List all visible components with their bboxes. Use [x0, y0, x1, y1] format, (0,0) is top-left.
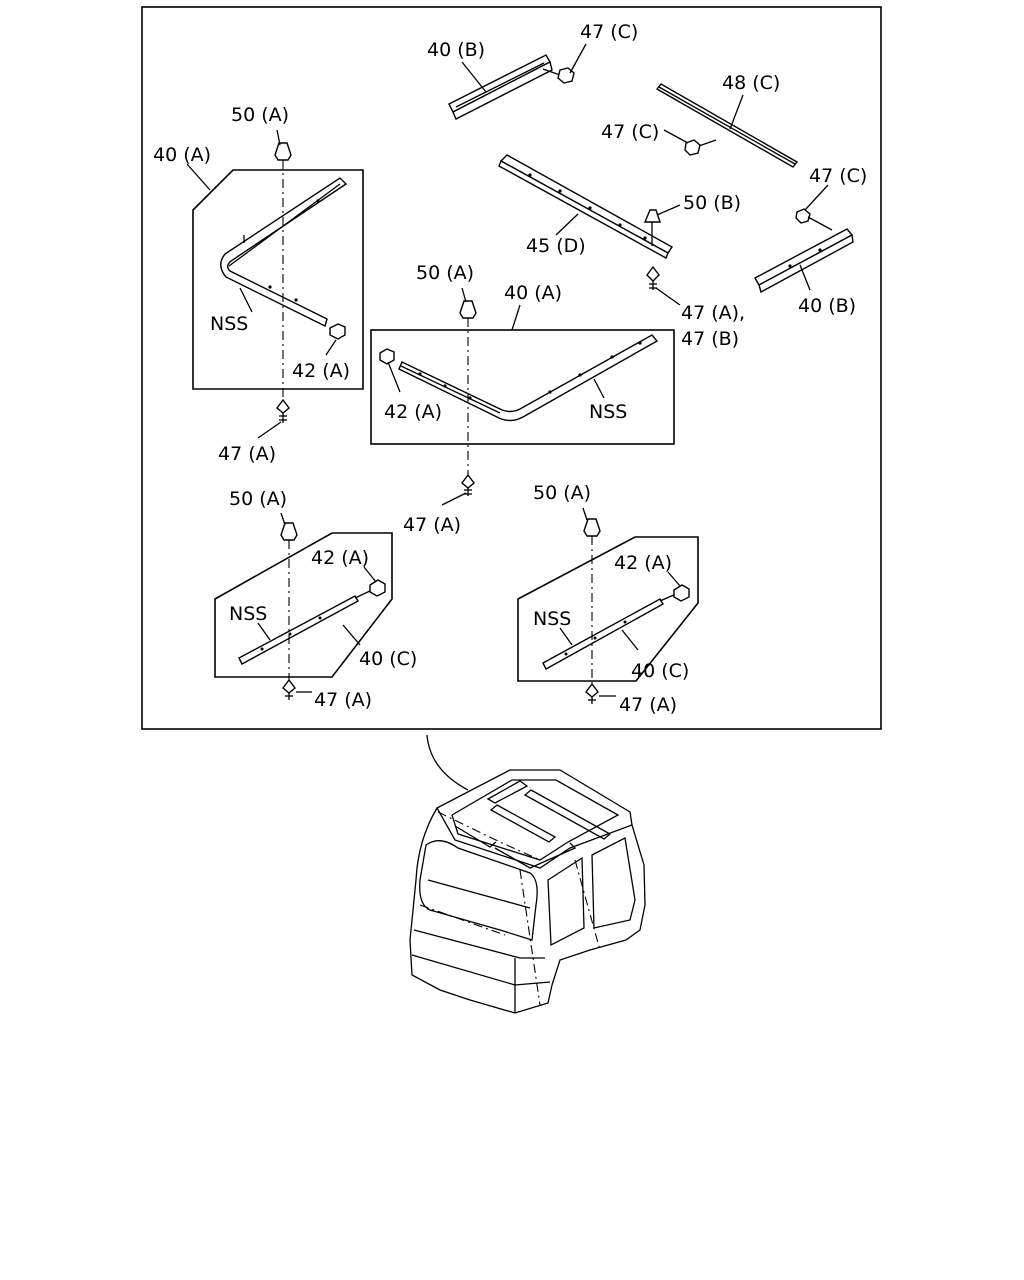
rail-40c-right — [542, 593, 677, 670]
strip-48c — [655, 83, 799, 168]
clip-50a-br — [583, 518, 601, 537]
label-47c-right: 47 (C) — [809, 165, 867, 187]
label-50a-center: 50 (A) — [416, 262, 474, 284]
cap-42a-br — [673, 584, 690, 602]
label-50a-bl: 50 (A) — [229, 488, 287, 510]
diagram-frame — [141, 6, 882, 730]
label-47a-bl: 47 (A) — [314, 689, 372, 711]
label-47c-top: 47 (C) — [580, 21, 638, 43]
label-40c-br: 40 (C) — [631, 660, 689, 682]
clip-50a-center — [459, 300, 477, 319]
vehicle-cab-illustration — [409, 734, 646, 1014]
label-48c: 48 (C) — [722, 72, 780, 94]
label-47a-br: 47 (A) — [619, 694, 677, 716]
label-47a-center: 47 (A) — [403, 514, 461, 536]
screw-47ab — [646, 265, 660, 290]
label-42a-bl: 42 (A) — [311, 547, 369, 569]
label-40b-top: 40 (B) — [427, 39, 485, 61]
label-40a-left: 40 (A) — [153, 144, 211, 166]
clip-50b — [643, 209, 661, 246]
cap-42a-bl — [369, 579, 386, 597]
group-40c-left-frame — [214, 532, 393, 678]
label-40c-bl: 40 (C) — [359, 648, 417, 670]
label-42a-left: 42 (A) — [292, 360, 350, 382]
screw-47a-br — [585, 682, 599, 704]
rail-40c-left — [238, 589, 373, 665]
rail-40a-center — [398, 334, 659, 422]
label-47ab-line2: 47 (B) — [681, 328, 739, 350]
label-nss-bl: NSS — [229, 603, 267, 625]
group-40a-left-frame — [192, 169, 364, 390]
label-42a-center: 42 (A) — [384, 401, 442, 423]
cap-42a-center — [379, 348, 395, 365]
label-40b-right: 40 (B) — [798, 295, 856, 317]
group-40c-right-frame — [517, 536, 699, 682]
label-47c-mid: 47 (C) — [601, 121, 659, 143]
screw-47a-bl — [282, 678, 296, 700]
label-50a-br: 50 (A) — [533, 482, 591, 504]
screw-47c-mid — [684, 139, 717, 156]
label-50b: 50 (B) — [683, 192, 741, 214]
rail-40b-right — [754, 228, 854, 294]
label-47ab-line1: 47 (A), — [681, 302, 745, 324]
screw-47a-left — [276, 398, 290, 423]
cap-42a-left — [329, 323, 346, 340]
label-45d: 45 (D) — [526, 235, 586, 257]
label-47a-left: 47 (A) — [218, 443, 276, 465]
rail-40b-top — [448, 54, 553, 120]
label-nss-br: NSS — [533, 608, 571, 630]
label-50a-topleft: 50 (A) — [231, 104, 289, 126]
rail-45d — [498, 154, 674, 259]
group-40a-center-frame — [370, 329, 675, 445]
screw-47a-center — [461, 473, 475, 496]
label-42a-br: 42 (A) — [614, 552, 672, 574]
screw-47c-right — [795, 208, 833, 231]
rail-40a-left — [220, 177, 348, 327]
clip-50a-bl — [280, 522, 298, 541]
label-40a-center: 40 (A) — [504, 282, 562, 304]
label-nss-left: NSS — [210, 313, 248, 335]
screw-47c-top — [542, 67, 575, 84]
clip-50a-topleft — [274, 142, 292, 161]
label-nss-center: NSS — [589, 401, 627, 423]
